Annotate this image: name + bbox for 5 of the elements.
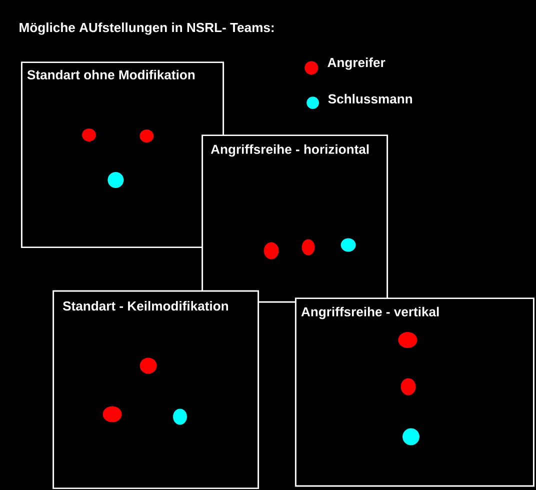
- formation-panel: Angriffsreihe - vertikal: [294, 298, 534, 487]
- legend-label: Schlussmann: [328, 94, 412, 104]
- formation-panel: Standart - Keilmodifikation: [52, 290, 260, 490]
- title: Mögliche AUfstellungen in NSRL- Teams:: [20, 22, 274, 35]
- legend-label: Angreifer: [328, 58, 386, 70]
